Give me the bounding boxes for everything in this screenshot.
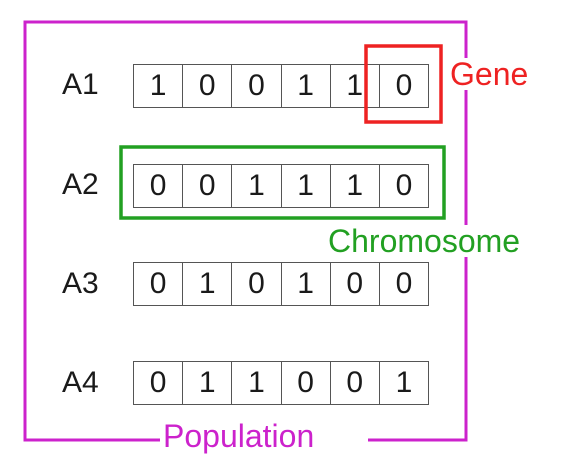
row-label-a2: A2 bbox=[62, 168, 99, 201]
gene-cell: 0 bbox=[183, 165, 233, 207]
row-label-a4: A4 bbox=[62, 366, 99, 399]
gene-cell: 0 bbox=[331, 362, 380, 404]
chromosome-a2: 0 0 1 1 1 0 bbox=[133, 164, 429, 208]
chromosome-a4: 0 1 1 0 0 1 bbox=[133, 361, 429, 405]
gene-cell: 1 bbox=[282, 263, 331, 305]
gene-label: Gene bbox=[447, 58, 532, 90]
chromosome-a1: 1 0 0 1 1 0 bbox=[133, 64, 429, 108]
gene-cell: 1 bbox=[331, 165, 380, 207]
gene-cell: 0 bbox=[134, 263, 184, 305]
gene-cell: 1 bbox=[183, 263, 233, 305]
gene-cell: 1 bbox=[282, 165, 331, 207]
population-frame-outline bbox=[23, 20, 468, 442]
gene-cell: 0 bbox=[183, 65, 233, 107]
chromosome-highlight-box bbox=[119, 145, 446, 220]
gene-cell: 1 bbox=[232, 165, 282, 207]
gene-cell: 0 bbox=[232, 65, 282, 107]
gene-cell: 1 bbox=[134, 65, 184, 107]
gene-cell: 0 bbox=[232, 263, 282, 305]
gene-highlight-box bbox=[364, 44, 443, 124]
population-label: Population bbox=[160, 420, 318, 452]
gene-cell: 0 bbox=[395, 69, 413, 102]
gene-cell: 0 bbox=[395, 169, 413, 202]
chromosome-a3: 0 1 0 1 0 0 bbox=[133, 262, 429, 306]
gene-cell: 1 bbox=[183, 362, 233, 404]
gene-cell: 0 bbox=[282, 362, 331, 404]
gene-cell: 0 bbox=[134, 165, 184, 207]
gene-cell: 0 bbox=[134, 362, 184, 404]
row-label-a1: A1 bbox=[62, 68, 99, 101]
gene-cell: 0 bbox=[331, 263, 380, 305]
gene-cell: 1 bbox=[395, 366, 413, 399]
gene-cell: 1 bbox=[331, 65, 380, 107]
gene-cell: 1 bbox=[232, 362, 282, 404]
chromosome-label: Chromosome bbox=[325, 225, 524, 257]
gene-cell: 1 bbox=[282, 65, 331, 107]
row-label-a3: A3 bbox=[62, 267, 99, 300]
gene-cell: 0 bbox=[395, 267, 413, 300]
